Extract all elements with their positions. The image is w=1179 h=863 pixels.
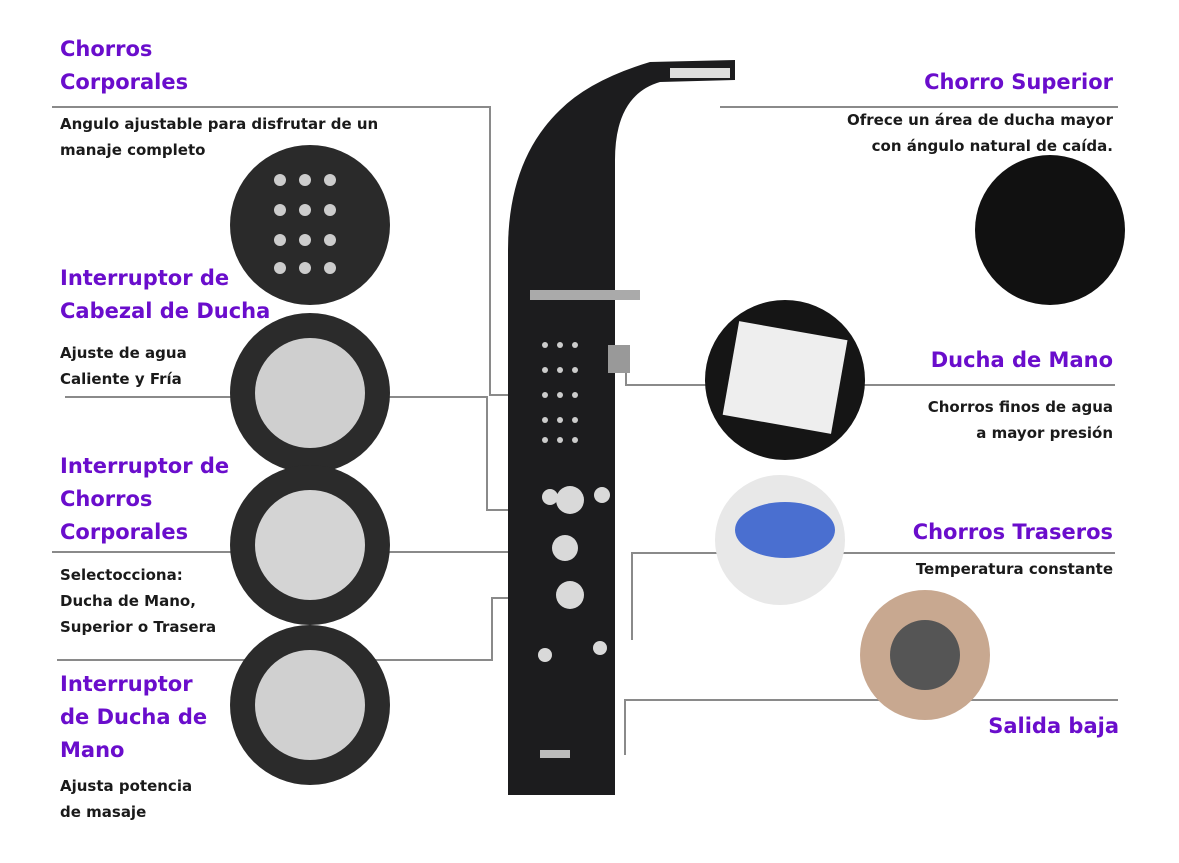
desc-chorro-superior: Ofrece un área de ducha mayor con ángulo… (847, 107, 1113, 159)
photo-body-jets (230, 145, 390, 305)
title-line: Interruptor de (60, 266, 230, 290)
desc-interruptor-mano: Ajusta potencia de masaje (60, 773, 192, 825)
title-line: Chorros Traseros (912, 520, 1113, 544)
title-line: Chorros (60, 37, 153, 61)
desc-chorros-corporales: Angulo ajustable para disfrutar de un ma… (60, 111, 378, 163)
photo-top-shower (975, 155, 1125, 305)
label-salida-baja: Salida baja (988, 710, 1119, 743)
desc-chorros-traseros: Temperatura constante (916, 556, 1113, 582)
title-line: Cabezal de Ducha (60, 299, 271, 323)
title-line: Corporales (60, 70, 189, 94)
desc-line: Selectocciona: (60, 566, 183, 584)
desc-ducha-mano: Chorros finos de agua a mayor presión (928, 394, 1113, 446)
body-jets (542, 342, 578, 443)
label-interruptor-mano: Interruptor de Ducha de Mano (60, 668, 207, 767)
label-interruptor-cabezal: Interruptor de Cabezal de Ducha (60, 262, 270, 328)
label-chorros-corporales: Chorros Corporales (60, 33, 188, 99)
desc-interruptor-cabezal: Ajuste de agua Caliente y Fría (60, 340, 187, 392)
title-line: Ducha de Mano (930, 348, 1113, 372)
desc-line: Chorros finos de agua (927, 398, 1113, 416)
label-ducha-mano: Ducha de Mano (931, 344, 1113, 377)
desc-line: Ofrece un área de ducha mayor (847, 111, 1113, 129)
spout (540, 750, 570, 758)
desc-line: a mayor presión (976, 424, 1113, 442)
leader-line (52, 106, 522, 396)
leader-line (625, 368, 1115, 386)
desc-line: manaje completo (60, 141, 206, 159)
title-line: Salida baja (988, 714, 1119, 738)
title-line: Chorros (60, 487, 153, 511)
shower-panel (508, 60, 735, 795)
shelf (530, 290, 640, 300)
desc-line: Angulo ajustable para disfrutar de un (60, 115, 379, 133)
title-line: Corporales (60, 520, 189, 544)
desc-interruptor-chorros: Selectocciona: Ducha de Mano, Superior o… (60, 562, 216, 640)
title-line: Interruptor (60, 672, 193, 696)
label-chorros-traseros: Chorros Traseros (913, 516, 1113, 549)
title-line: Interruptor de (60, 454, 230, 478)
label-chorro-superior: Chorro Superior (924, 66, 1113, 99)
title-line: de Ducha de (60, 705, 208, 729)
knobs (538, 486, 610, 662)
handheld-shower (608, 345, 630, 373)
desc-line: Superior o Trasera (60, 618, 217, 636)
desc-line: Temperatura constante (915, 560, 1113, 578)
label-interruptor-chorros: Interruptor de Chorros Corporales (60, 450, 229, 549)
desc-line: Ajusta potencia (60, 777, 193, 795)
desc-line: Ducha de Mano, (60, 592, 196, 610)
desc-line: Ajuste de agua (60, 344, 187, 362)
leader-line (631, 552, 1115, 640)
title-line: Mano (60, 738, 125, 762)
title-line: Chorro Superior (924, 70, 1113, 94)
desc-line: con ángulo natural de caída. (871, 137, 1113, 155)
detail-photos (230, 145, 1125, 785)
desc-line: Caliente y Fría (60, 370, 182, 388)
desc-line: de masaje (60, 803, 147, 821)
